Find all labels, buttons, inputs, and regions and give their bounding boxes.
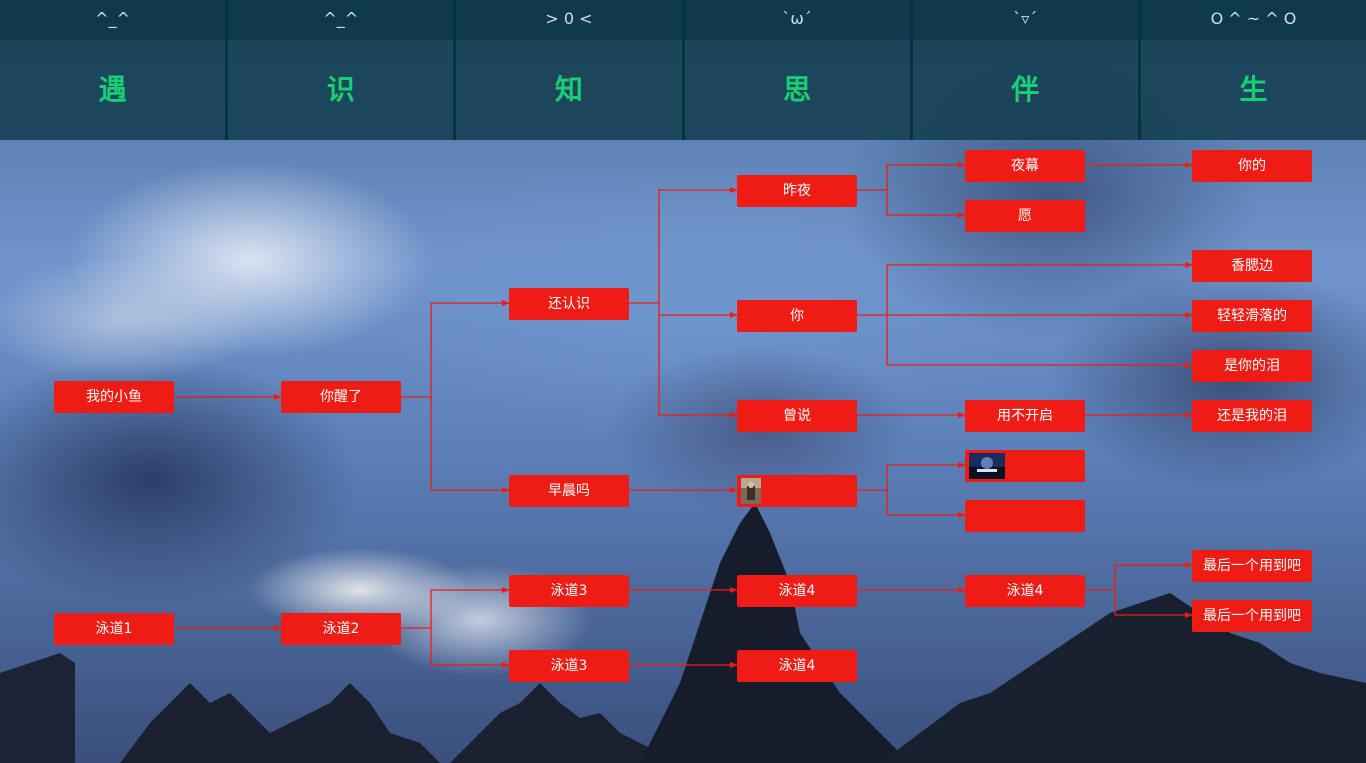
link-line xyxy=(886,490,966,518)
mindmap-node[interactable]: 是你的泪 xyxy=(1192,350,1312,382)
header-title[interactable]: 思 xyxy=(684,40,910,140)
link-line xyxy=(857,162,966,191)
photo-thumbnail-icon xyxy=(969,453,1005,479)
mindmap-node[interactable]: 泳道2 xyxy=(281,613,401,645)
link-line xyxy=(430,628,510,668)
header-emoticon: ^_^ xyxy=(228,0,454,40)
header-emoticon: O ^ ~ ^ O xyxy=(1140,0,1366,40)
header-emoticon: ^_^ xyxy=(0,0,226,40)
mindmap-image-node[interactable] xyxy=(737,475,857,507)
header-title[interactable]: 遇 xyxy=(0,40,226,140)
mindmap-node[interactable] xyxy=(965,500,1085,532)
header-column-6: O ^ ~ ^ O 生 xyxy=(1140,0,1366,140)
mindmap-node[interactable]: 还是我的泪 xyxy=(1192,400,1312,432)
mindmap-image-node[interactable] xyxy=(965,450,1085,482)
header-emoticon: `ω´ xyxy=(684,0,910,40)
mindmap-node[interactable]: 香腮边 xyxy=(1192,250,1312,282)
mindmap-node[interactable]: 最后一个用到吧 xyxy=(1192,550,1312,582)
mindmap-node[interactable]: 轻轻滑落的 xyxy=(1192,300,1312,332)
mindmap-node[interactable]: 曾说 xyxy=(737,400,857,432)
header-column-2: ^_^ 识 xyxy=(228,0,457,140)
mindmap-node[interactable]: 昨夜 xyxy=(737,175,857,207)
mindmap-node[interactable]: 我的小鱼 xyxy=(54,381,174,413)
header-column-1: ^_^ 遇 xyxy=(0,0,229,140)
link-line xyxy=(857,462,966,491)
header-title[interactable]: 识 xyxy=(228,40,454,140)
header-column-4: `ω´ 思 xyxy=(684,0,913,140)
mindmap-node[interactable]: 你的 xyxy=(1192,150,1312,182)
header-column-3: > 0 < 知 xyxy=(456,0,685,140)
mindmap-node[interactable]: 泳道1 xyxy=(54,613,174,645)
link-line xyxy=(658,303,738,318)
mindmap-node[interactable]: 还认识 xyxy=(509,288,629,320)
header-title[interactable]: 伴 xyxy=(912,40,1138,140)
link-line xyxy=(1085,562,1193,591)
header-title[interactable]: 生 xyxy=(1140,40,1366,140)
header-bar: ^_^ 遇 ^_^ 识 > 0 < 知 `ω´ 思 `▿´ 伴 O ^ ~ ^ … xyxy=(0,0,1366,140)
link-line xyxy=(401,587,510,629)
photo-thumbnail-icon xyxy=(741,478,761,504)
mindmap-node[interactable]: 早晨吗 xyxy=(509,475,629,507)
tree-silhouette xyxy=(0,503,1366,763)
link-line xyxy=(857,262,1193,316)
mindmap-node[interactable]: 你 xyxy=(737,300,857,332)
link-line xyxy=(886,190,966,218)
header-emoticon: `▿´ xyxy=(912,0,1138,40)
mindmap-node[interactable]: 用不开启 xyxy=(965,400,1085,432)
link-line xyxy=(658,315,738,418)
mindmap-node[interactable]: 泳道3 xyxy=(509,575,629,607)
link-line xyxy=(430,397,510,493)
header-emoticon: > 0 < xyxy=(456,0,682,40)
mindmap-node[interactable]: 夜幕 xyxy=(965,150,1085,182)
mindmap-node[interactable]: 泳道3 xyxy=(509,650,629,682)
mindmap-node[interactable]: 愿 xyxy=(965,200,1085,232)
link-line xyxy=(886,315,1193,368)
link-line xyxy=(1114,590,1193,618)
header-title[interactable]: 知 xyxy=(456,40,682,140)
link-line xyxy=(401,300,510,398)
mindmap-node[interactable]: 你醒了 xyxy=(281,381,401,413)
header-column-5: `▿´ 伴 xyxy=(912,0,1141,140)
mindmap-node[interactable]: 最后一个用到吧 xyxy=(1192,600,1312,632)
mindmap-node[interactable]: 泳道4 xyxy=(965,575,1085,607)
mindmap-node[interactable]: 泳道4 xyxy=(737,650,857,682)
mindmap-node[interactable]: 泳道4 xyxy=(737,575,857,607)
link-line xyxy=(629,187,738,304)
